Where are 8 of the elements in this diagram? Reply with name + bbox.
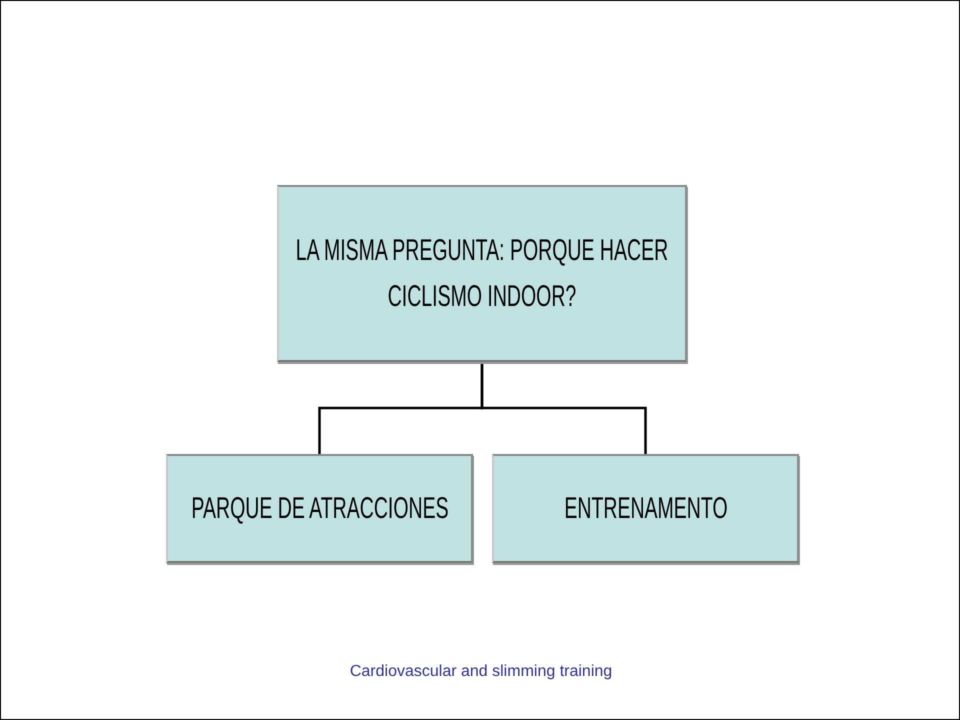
box-label: ENTRENAMENTO xyxy=(564,492,728,524)
text-box xyxy=(492,454,799,563)
connector-line xyxy=(480,362,647,454)
text-box xyxy=(277,185,687,362)
text-box xyxy=(166,454,473,563)
box-label: LA MISMA PREGUNTA: PORQUE HACER CICLISMO INDOOR? xyxy=(296,234,668,312)
box-label: PARQUE DE ATRACCIONES xyxy=(190,492,448,524)
footer-text: Cardiovascular and slimming training xyxy=(350,663,612,681)
